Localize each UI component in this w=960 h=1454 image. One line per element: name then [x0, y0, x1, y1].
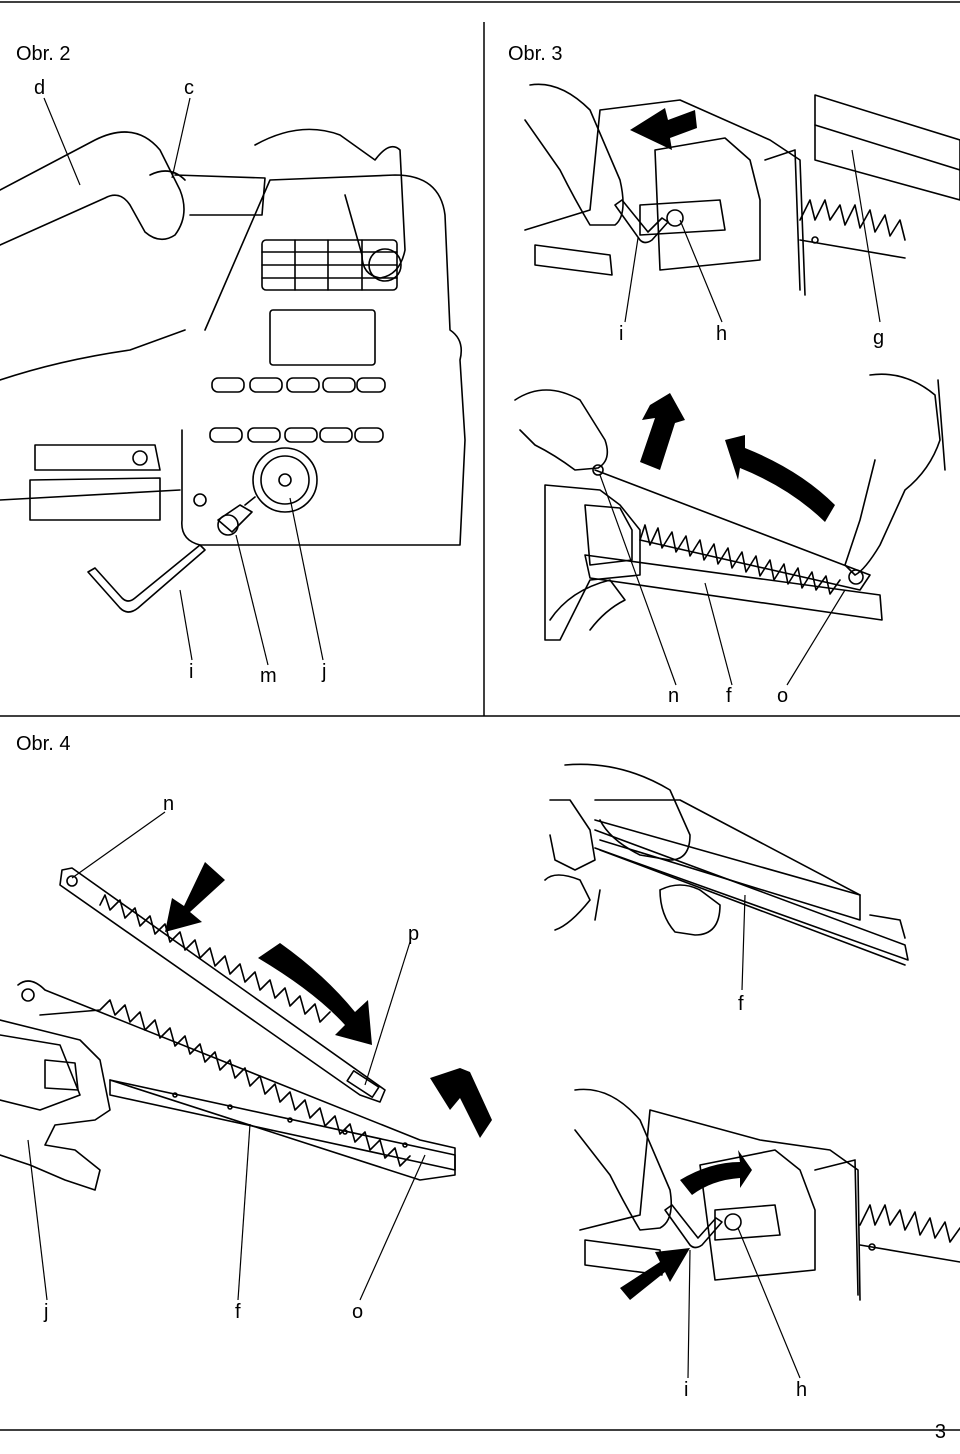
fig3-top-leaders: [624, 149, 881, 323]
fig3-bottom-leaders: [599, 474, 846, 686]
fig4-right-top-leaders: [741, 894, 746, 991]
fig3-title: Obr. 3: [508, 43, 563, 65]
fig3-bottom-drawing: [514, 373, 946, 641]
fig3-label-o: o: [777, 685, 789, 707]
fig3-bottom-arrows: [640, 393, 835, 522]
fig3-label-h: h: [716, 323, 728, 345]
fig4-right-bottom-leaders: [687, 1227, 801, 1379]
fig4-label-j: j: [44, 1301, 49, 1323]
fig4-label-p: p: [408, 923, 420, 945]
fig4-right-bottom-drawing: [574, 1088, 960, 1301]
fig4-label-i: i: [684, 1379, 689, 1401]
fig2-leaders: [43, 97, 324, 666]
fig4-right-bottom-arrows: [620, 1150, 752, 1300]
fig2-label-m: m: [260, 665, 277, 687]
fig4-label-o: o: [352, 1301, 364, 1323]
fig3-top-arrow: [630, 108, 697, 150]
fig2-label-i: i: [189, 661, 194, 683]
fig3-label-g: g: [873, 327, 885, 349]
slot-row-1: [211, 377, 386, 393]
fig3-label-f: f: [726, 685, 732, 707]
fig4-label-n: n: [163, 793, 175, 815]
fig4-left-drawing: [0, 867, 456, 1191]
fig2-label-d: d: [34, 77, 46, 99]
fig4-right-top-drawing: [544, 763, 909, 966]
fig2-label-j: j: [322, 661, 327, 683]
fig4-left-arrows: [165, 862, 492, 1138]
fig2-title: Obr. 2: [16, 43, 71, 65]
fig3-label-n: n: [668, 685, 680, 707]
vent-grid: [261, 239, 398, 291]
slot-row-2: [209, 427, 384, 443]
fig2-label-c: c: [184, 77, 194, 99]
fig4-label-f-left: f: [235, 1301, 241, 1323]
fig3-top-drawing: [524, 83, 960, 296]
fig4-label-h: h: [796, 1379, 808, 1401]
fig4-left-leaders: [27, 811, 426, 1301]
fig2-drawing: [0, 128, 466, 613]
fig4-title: Obr. 4: [16, 733, 71, 755]
page-number: 3: [934, 1421, 946, 1443]
fig3-label-i: i: [619, 323, 624, 345]
fig4-label-f-right: f: [738, 993, 744, 1015]
